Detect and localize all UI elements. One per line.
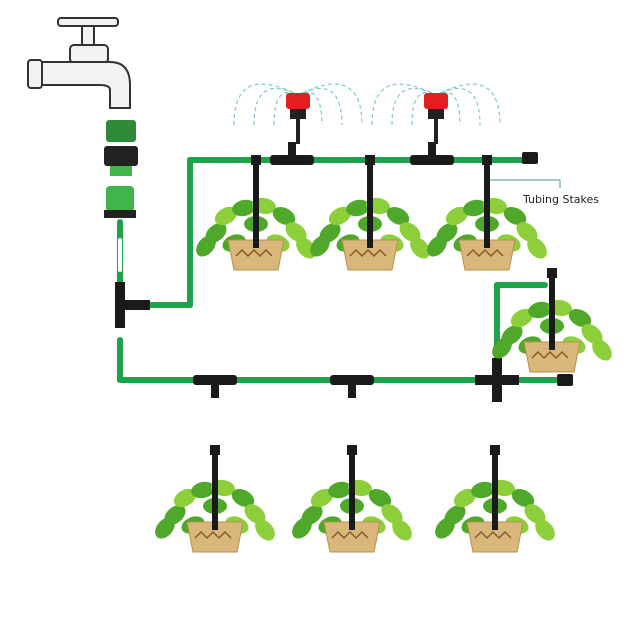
tubing-stake-icon [482, 155, 492, 248]
end-cap-icon [557, 374, 573, 386]
tubing-stake-icon [251, 155, 261, 248]
end-cap-icon [522, 152, 538, 164]
main-tee-connector-icon [115, 282, 150, 328]
tubing-stake-icon [347, 445, 357, 530]
tee-connector-icon [193, 375, 237, 398]
potted-plant-icon [492, 299, 612, 373]
tubing-stake-icon [547, 268, 557, 350]
potted-plant-icon [196, 197, 316, 271]
potted-plant-icon [292, 479, 412, 553]
red-dripper-icon [233, 83, 363, 144]
tee-connector-icon [330, 375, 374, 398]
tubing-stakes-label: Tubing Stakes [523, 193, 600, 206]
cross-connector-icon [475, 358, 519, 402]
tubing-stake-icon [210, 445, 220, 530]
tubing-stake-icon [490, 445, 500, 530]
tubing-stake-icon [365, 155, 375, 248]
potted-plant-icon [310, 197, 430, 271]
faucet-icon [27, 17, 131, 109]
potted-plant-icon [155, 479, 275, 553]
tap-adapter-icon [104, 120, 138, 218]
red-dripper-icon [371, 83, 501, 144]
tubing-stakes-leader-line [490, 179, 561, 188]
tee-connector-icon [270, 142, 314, 165]
tee-connector-icon [410, 142, 454, 165]
